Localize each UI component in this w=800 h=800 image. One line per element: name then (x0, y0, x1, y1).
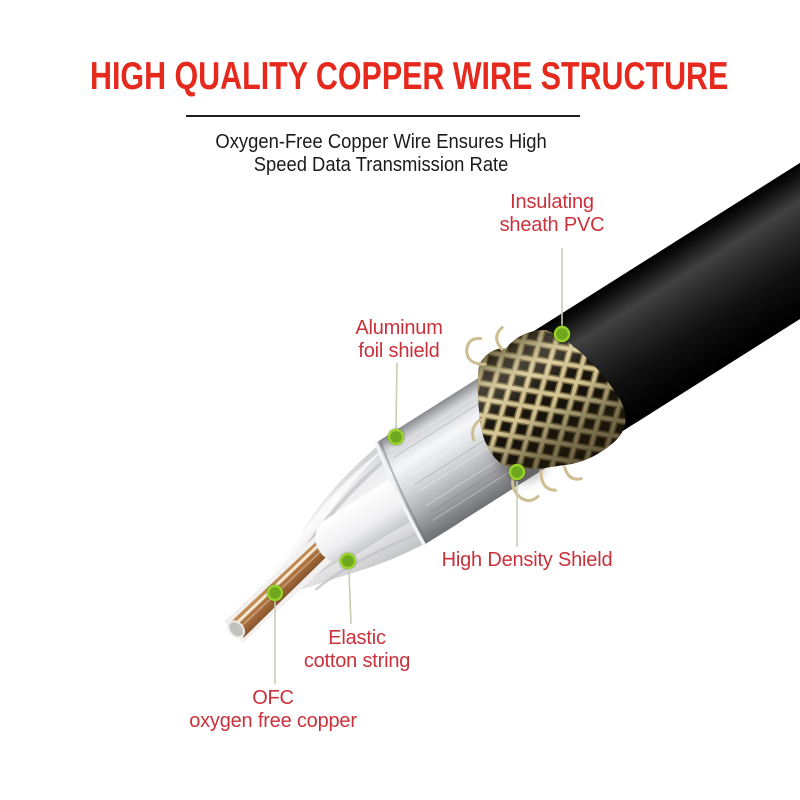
label-line: Aluminum (355, 317, 443, 339)
page-title: HIGH QUALITY COPPER WIRE STRUCTURE (0, 56, 800, 98)
braided-shield-shape (465, 325, 626, 503)
label-line: foil shield (358, 340, 440, 362)
subtitle-line-1: Oxygen-Free Copper Wire Ensures High (215, 131, 547, 153)
label-line: Elastic (328, 627, 386, 649)
label-line: High Density Shield (441, 549, 613, 571)
label-elastic-cotton-string: Elastic cotton string (303, 627, 411, 673)
label-high-density-shield: High Density Shield (442, 549, 613, 572)
label-aluminum-foil-shield: Aluminum foil shield (355, 317, 443, 363)
cable-group (224, 127, 800, 643)
subtitle-line-2: Speed Data Transmission Rate (253, 154, 509, 176)
label-line: oxygen free copper (189, 710, 357, 732)
label-line: OFC (252, 687, 294, 709)
copper-tip-face (227, 620, 246, 639)
marker-dots (265, 324, 572, 603)
leader-lines (274, 248, 563, 684)
label-insulating-sheath-pvc: Insulating sheath PVC (500, 191, 605, 237)
title-underline (186, 115, 580, 117)
marker-dot-pvc (552, 324, 572, 344)
label-line: Insulating (510, 191, 594, 213)
marker-dot-ofc (265, 583, 285, 603)
subtitle: Oxygen-Free Copper Wire Ensures High Spe… (0, 131, 762, 177)
marker-dot-shield (507, 462, 527, 482)
leader-line-foil (395, 362, 398, 430)
label-line: sheath PVC (499, 214, 605, 236)
marker-dot-foil (386, 427, 406, 447)
label-ofc-oxygen-free-copper: OFC oxygen free copper (189, 687, 357, 733)
leader-line-cotton (348, 570, 352, 625)
page-title-text: HIGH QUALITY COPPER WIRE STRUCTURE (90, 55, 729, 98)
marker-dot-cotton (338, 551, 358, 571)
copper-wire-shape (224, 519, 349, 643)
label-line: cotton string (303, 650, 411, 672)
